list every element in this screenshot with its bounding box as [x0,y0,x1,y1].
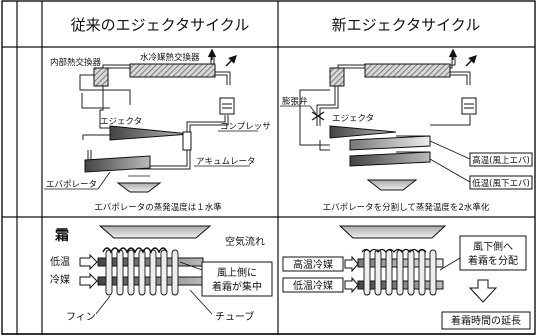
evaporator-shape [84,155,151,173]
label-expansion-valve: 膨張弁 [282,96,308,107]
label-accumulator: アキュムレータ [196,157,256,167]
new-compressor-shape [461,97,477,115]
label-new-ejector: エジェクタ [332,114,374,124]
label-result: 着霜時間の延長 [451,314,521,327]
low-temp-evaporator-shape [349,151,431,167]
label-low-temp-1: 低温 [50,255,70,268]
new-water-hx-shape [364,63,451,78]
air-down-arrow [116,182,162,193]
new-internal-hx-shape [329,67,345,87]
callout-new-line-1: 風下側へ [473,240,513,253]
callout-line-1: 風上側に [217,266,257,279]
caption-conventional: エバポレータの蒸発温度は１水準 [94,202,222,213]
label-low-ref: 低温冷媒 [293,279,333,292]
expansion-valve-shape [311,111,325,121]
label-compressor: コンプレッサ [220,122,271,132]
callout-concentrate [201,261,273,297]
frost-mark [102,247,168,254]
label-low-temp: 低温(風下エバ) [472,178,530,189]
label-airflow: 空気流れ [225,235,265,248]
caption-new: エバポレータを分割して蒸発温度を2水準化 [323,202,490,213]
new-frost-mark [361,248,427,253]
fins [105,249,179,296]
header-conventional: 従来のエジェクタサイクル [71,16,250,34]
label-water-hx: 水冷媒熱交換器 [140,52,200,63]
label-evaporator: エバポレータ [46,180,97,190]
callout-distribute [459,235,527,271]
water-hx-shape [129,63,216,78]
new-airflow-arrow [338,225,447,239]
new-ejector-shape [329,125,397,139]
label-high-temp: 高温(風上エバ) [472,155,530,166]
conventional-fin-diagram: 霜 空気流れ 低温 冷媒 風上側に 着霜が集中 フィン チューブ [50,225,273,323]
high-temp-box [469,152,533,167]
low-temp-box [469,175,533,190]
new-fins [363,249,437,296]
low-ref-arrow-1 [79,253,98,271]
low-ref-arrow [344,276,359,294]
label-frost: 霜 [54,227,69,244]
label-tube: チューブ [215,310,254,323]
low-ref-box [282,277,344,293]
conventional-cycle: 内部熱交換器 水冷媒熱交換器 エジェクタ コンプレッサ アキュムレータ エバポレ… [44,48,271,213]
label-high-ref: 高温冷媒 [293,258,333,271]
callout-new-line-2: 着霜を分配 [468,254,518,267]
result-arrow [468,279,498,303]
label-fin: フィン [66,312,96,323]
accumulator-shape [182,131,192,151]
high-temp-evaporator-shape [349,135,431,151]
label-ejector: エジェクタ [100,117,142,127]
header-new: 新エジェクタサイクル [332,16,481,34]
airflow-arrow [98,225,212,239]
new-cycle: 膨張弁 エジェクタ 高温(風上エバ) 低温(風下エバ) エバポレータを分割して蒸… [280,48,533,213]
low-ref-arrow-2 [79,272,98,290]
high-ref-box [282,256,344,272]
result-box [441,311,531,330]
compressor-shape [219,97,235,115]
label-low-temp-2: 冷媒 [50,273,70,286]
callout-line-2: 着霜が集中 [212,280,262,293]
ejector-shape [109,125,191,141]
label-internal-hx: 内部熱交換器 [50,57,102,68]
high-ref-arrow [344,255,359,273]
internal-hx-shape [93,67,109,87]
new-fin-diagram: 高温冷媒 低温冷媒 風下側へ 着霜を分配 着霜時間の延長 [282,225,531,330]
new-air-down-arrow [366,179,418,191]
